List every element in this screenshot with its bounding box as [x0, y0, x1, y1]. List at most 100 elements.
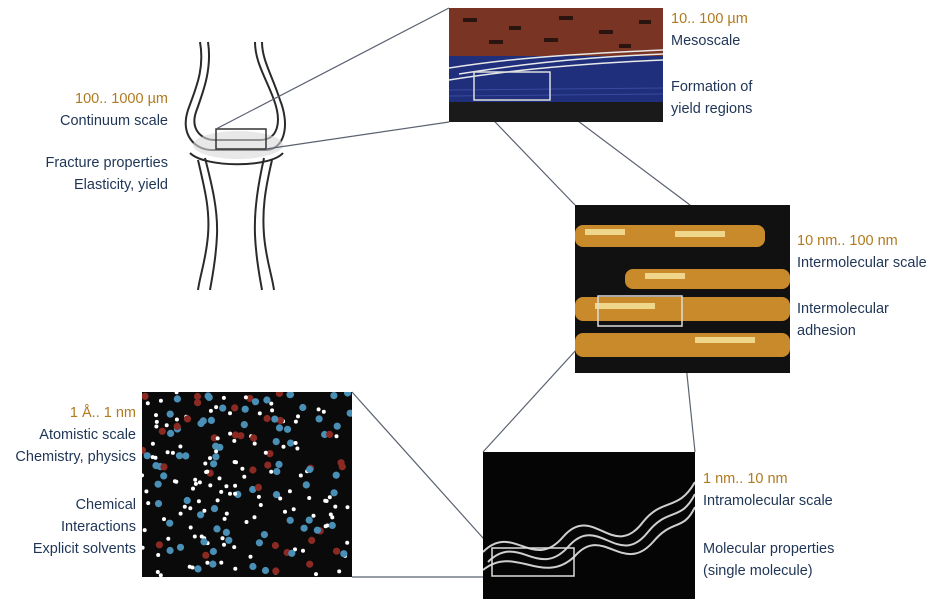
atom	[218, 476, 222, 480]
atom	[270, 408, 274, 412]
atom	[296, 414, 300, 418]
atom	[225, 512, 229, 516]
atom	[345, 541, 349, 545]
atom	[155, 481, 162, 488]
atom	[159, 399, 163, 403]
atom	[166, 537, 170, 541]
atomistic-scale-range: 1 Å.. 1 nm	[0, 402, 136, 424]
atom	[209, 561, 216, 568]
atom	[299, 474, 303, 478]
atom	[314, 572, 318, 576]
atom	[306, 517, 313, 524]
atom	[283, 510, 287, 514]
atom	[219, 405, 226, 412]
atom	[213, 525, 220, 532]
mesoscale-image	[449, 8, 663, 122]
intermolecular-scale-range: 10 nm.. 100 nm	[797, 230, 927, 252]
atom	[331, 489, 338, 496]
intermolecular-scale-name: Intermolecular scale	[797, 252, 927, 274]
atom	[151, 455, 155, 459]
atom	[245, 520, 249, 524]
atom	[167, 430, 174, 437]
atom	[262, 567, 269, 574]
atom	[253, 442, 257, 446]
mesoscale-label-group: 10.. 100 µm Mesoscale	[671, 8, 748, 52]
atom	[271, 416, 278, 423]
atom	[228, 432, 232, 436]
atomistic-image	[142, 392, 352, 577]
atom	[324, 524, 328, 528]
atomistic-prop-1: Chemical	[0, 494, 136, 516]
atom	[287, 517, 294, 524]
atom	[232, 545, 236, 549]
atom	[335, 434, 339, 438]
atom	[263, 396, 270, 403]
atom	[307, 496, 311, 500]
atom	[154, 425, 158, 429]
atom	[143, 528, 147, 532]
continuum-scale-range: 100.. 1000 µm	[40, 88, 168, 110]
atom	[142, 473, 144, 477]
atom	[237, 432, 244, 439]
atom	[275, 461, 282, 468]
atom	[200, 538, 207, 545]
atom	[167, 547, 174, 554]
atom	[152, 462, 159, 469]
atom	[179, 512, 183, 516]
continuum-prop-1: Fracture properties	[20, 152, 168, 174]
intermolecular-label-group: 10 nm.. 100 nm Intermolecular scale	[797, 230, 927, 274]
atom	[197, 499, 201, 503]
atom	[160, 472, 167, 479]
atom	[216, 436, 220, 440]
atom	[159, 428, 166, 435]
atom	[142, 393, 149, 400]
atom	[222, 396, 226, 400]
atom	[193, 478, 197, 482]
atom	[219, 490, 223, 494]
atom	[282, 445, 286, 449]
atom	[301, 549, 305, 553]
atom	[233, 492, 237, 496]
atom	[261, 531, 268, 538]
atom	[222, 543, 226, 547]
atom	[256, 539, 263, 546]
atom	[214, 405, 218, 409]
atom	[174, 423, 181, 430]
intramolecular-label-group: 1 nm.. 10 nm Intramolecular scale	[703, 468, 833, 512]
atomistic-scale-name-2: Chemistry, physics	[0, 446, 136, 468]
atom	[322, 410, 326, 414]
atom	[244, 395, 248, 399]
atom	[146, 501, 150, 505]
atom	[264, 451, 268, 455]
atomistic-props-group: Chemical Interactions Explicit solvents	[0, 494, 136, 560]
atom	[292, 507, 296, 511]
atom	[253, 515, 257, 519]
atom	[301, 525, 308, 532]
atom	[155, 500, 162, 507]
atom	[144, 452, 151, 459]
atom	[333, 472, 340, 479]
atom	[219, 561, 223, 565]
atom	[212, 443, 219, 450]
atom	[159, 573, 163, 577]
atom	[334, 423, 341, 430]
atom	[175, 392, 179, 394]
atomistic-prop-2: Interactions	[0, 516, 136, 538]
atom	[166, 450, 170, 454]
mesoscale-prop-1: Formation of	[671, 76, 752, 98]
continuum-props-group: Fracture properties Elasticity, yield	[20, 152, 168, 196]
atom	[200, 417, 207, 424]
atom	[162, 517, 166, 521]
atom	[191, 487, 195, 491]
atom	[295, 447, 299, 451]
atom	[194, 399, 201, 406]
atom	[183, 505, 187, 509]
atom	[178, 445, 182, 449]
atom	[299, 404, 306, 411]
atom	[303, 481, 310, 488]
atom	[333, 548, 340, 555]
intermolecular-prop-2: adhesion	[797, 320, 889, 342]
atom	[228, 411, 232, 415]
atom	[288, 489, 292, 493]
atom	[326, 431, 333, 438]
